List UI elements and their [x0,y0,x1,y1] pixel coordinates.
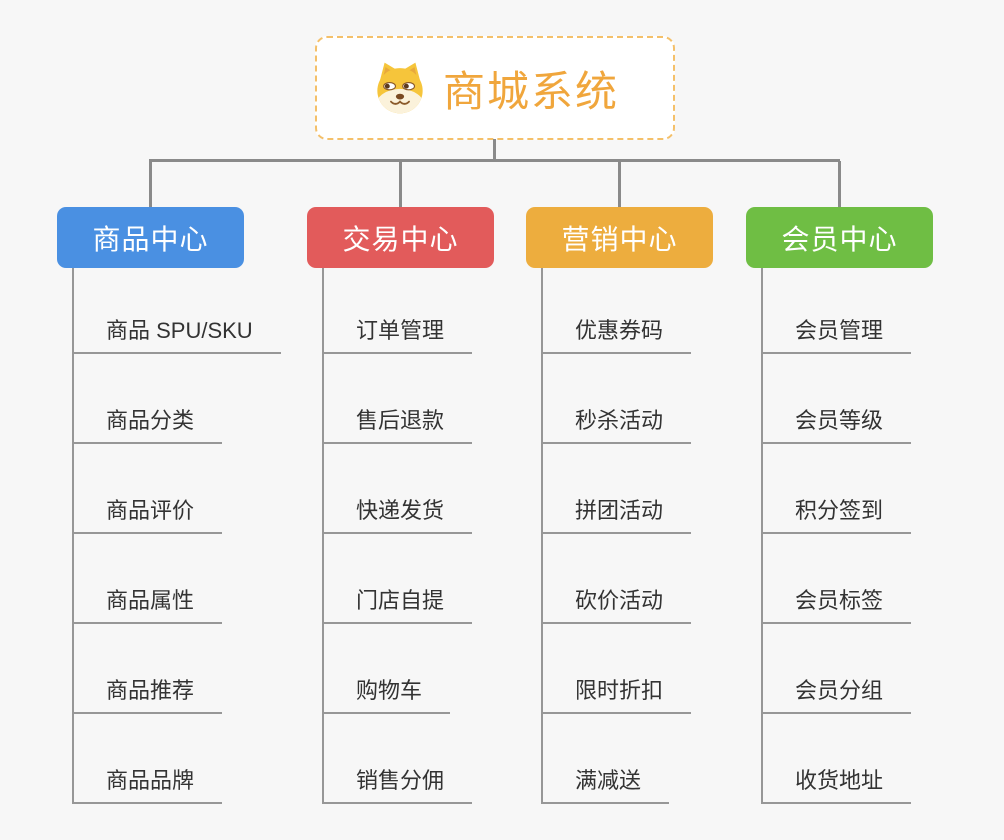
connector-stub [399,161,402,207]
connector-stub [838,161,841,207]
child-topic[interactable]: 快递发货 [322,494,473,534]
child-topic[interactable]: 门店自提 [322,584,473,624]
connector-root-stub [493,139,496,161]
child-topic[interactable]: 商品评价 [72,494,223,534]
branch-member-center: 会员中心 会员管理 会员等级 积分签到 会员标签 会员分组 收货地址 [746,207,1004,840]
child-topic[interactable]: 商品 SPU/SKU [72,314,281,354]
connector-bus [149,159,840,162]
connector-line [72,268,74,804]
child-topic[interactable]: 砍价活动 [541,584,692,624]
child-topic[interactable]: 商品推荐 [72,674,223,714]
child-topic[interactable]: 会员分组 [761,674,912,714]
child-topic[interactable]: 秒杀活动 [541,404,692,444]
child-topic[interactable]: 会员管理 [761,314,912,354]
branch-topic-marketing-center[interactable]: 营销中心 [526,207,713,268]
branch-trade-center: 交易中心 订单管理 售后退款 快递发货 门店自提 购物车 销售分佣 [307,207,567,840]
branch-product-center: 商品中心 商品 SPU/SKU 商品分类 商品评价 商品属性 商品推荐 商品品牌 [57,207,317,840]
child-topic[interactable]: 售后退款 [322,404,473,444]
doge-icon [371,59,429,117]
branch-topic-trade-center[interactable]: 交易中心 [307,207,494,268]
child-topic[interactable]: 拼团活动 [541,494,692,534]
connector-line [322,268,324,804]
connector-line [541,268,543,804]
child-topic[interactable]: 限时折扣 [541,674,692,714]
connector-line [761,268,763,804]
connector-stub [618,161,621,207]
branch-topic-product-center[interactable]: 商品中心 [57,207,244,268]
child-topic[interactable]: 优惠券码 [541,314,692,354]
child-topic[interactable]: 会员等级 [761,404,912,444]
child-topic[interactable]: 满减送 [541,764,670,804]
child-topic[interactable]: 销售分佣 [322,764,473,804]
child-topic[interactable]: 会员标签 [761,584,912,624]
connector-stub [149,161,152,207]
child-topic[interactable]: 订单管理 [322,314,473,354]
root-topic[interactable]: 商城系统 [315,36,675,140]
child-topic[interactable]: 商品品牌 [72,764,223,804]
child-topic[interactable]: 购物车 [322,674,451,714]
child-topic[interactable]: 积分签到 [761,494,912,534]
child-topic[interactable]: 收货地址 [761,764,912,804]
root-topic-label: 商城系统 [442,67,619,115]
branch-marketing-center: 营销中心 优惠券码 秒杀活动 拼团活动 砍价活动 限时折扣 满减送 [526,207,786,840]
child-topic[interactable]: 商品属性 [72,584,223,624]
branch-topic-member-center[interactable]: 会员中心 [746,207,933,268]
child-topic[interactable]: 商品分类 [72,404,223,444]
